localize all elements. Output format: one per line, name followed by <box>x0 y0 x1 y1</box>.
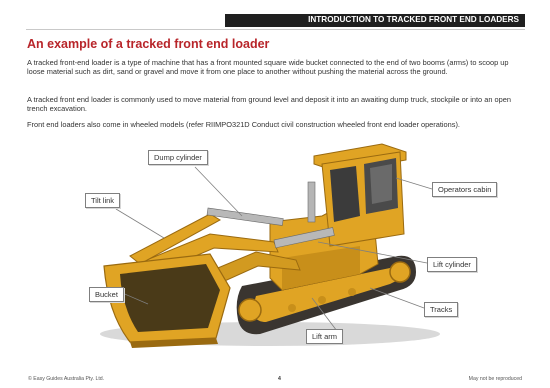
callout-dump-cylinder: Dump cylinder <box>148 150 208 165</box>
idler-wheel <box>238 298 262 322</box>
tilt-link <box>129 213 222 265</box>
paragraph-definition: A tracked front-end loader is a type of … <box>27 58 509 77</box>
bucket-cutting-edge <box>130 338 218 348</box>
cabin-window-front <box>330 166 360 222</box>
tracked-loader-illustration <box>100 143 440 348</box>
footer-notice: May not be reproduced <box>468 376 522 382</box>
header-rule <box>26 29 525 30</box>
track-roller-2 <box>318 296 326 304</box>
operators-cabin <box>313 143 407 247</box>
page-title: An example of a tracked front end loader <box>27 37 270 51</box>
leader-tracks <box>369 287 425 309</box>
section-header-bar: INTRODUCTION TO TRACKED FRONT END LOADER… <box>225 14 525 27</box>
callout-tracks: Tracks <box>424 302 459 317</box>
cabin-window-rear <box>370 164 392 204</box>
track-roller-3 <box>348 288 356 296</box>
dump-cylinder <box>206 207 284 226</box>
lift-cylinder <box>273 227 335 249</box>
paragraph-usage: A tracked front end loader is commonly u… <box>27 95 511 114</box>
section-header-title: INTRODUCTION TO TRACKED FRONT END LOADER… <box>308 15 519 24</box>
bucket-inner-shadow <box>120 264 220 332</box>
callout-bucket: Bucket <box>89 287 124 302</box>
engine-side-shade <box>282 246 360 290</box>
bucket <box>103 253 231 348</box>
leader-bucket <box>119 291 149 305</box>
footer-copyright: © Easy Guides Australia Pty. Ltd. <box>28 376 105 382</box>
footer-page-number: 4 <box>278 376 281 382</box>
leader-tilt-link <box>115 208 165 239</box>
callout-leaders <box>115 166 433 336</box>
leader-lift-cylinder <box>317 241 428 264</box>
callout-tilt-link: Tilt link <box>85 193 121 208</box>
track-assembly <box>236 255 416 335</box>
callout-lift-arm: Lift arm <box>306 329 344 344</box>
leader-dump-cylinder <box>194 166 243 217</box>
exhaust-stack <box>307 181 316 223</box>
callout-lift-cylinder: Lift cylinder <box>427 257 477 272</box>
leader-operators-cabin <box>395 177 433 190</box>
drive-sprocket <box>389 261 411 283</box>
track-roller-1 <box>288 304 296 312</box>
paragraph-wheeled-models: Front end loaders also come in wheeled m… <box>27 120 460 129</box>
leader-lift-arm <box>311 297 341 336</box>
callout-operators-cabin: Operators cabin <box>432 182 498 197</box>
